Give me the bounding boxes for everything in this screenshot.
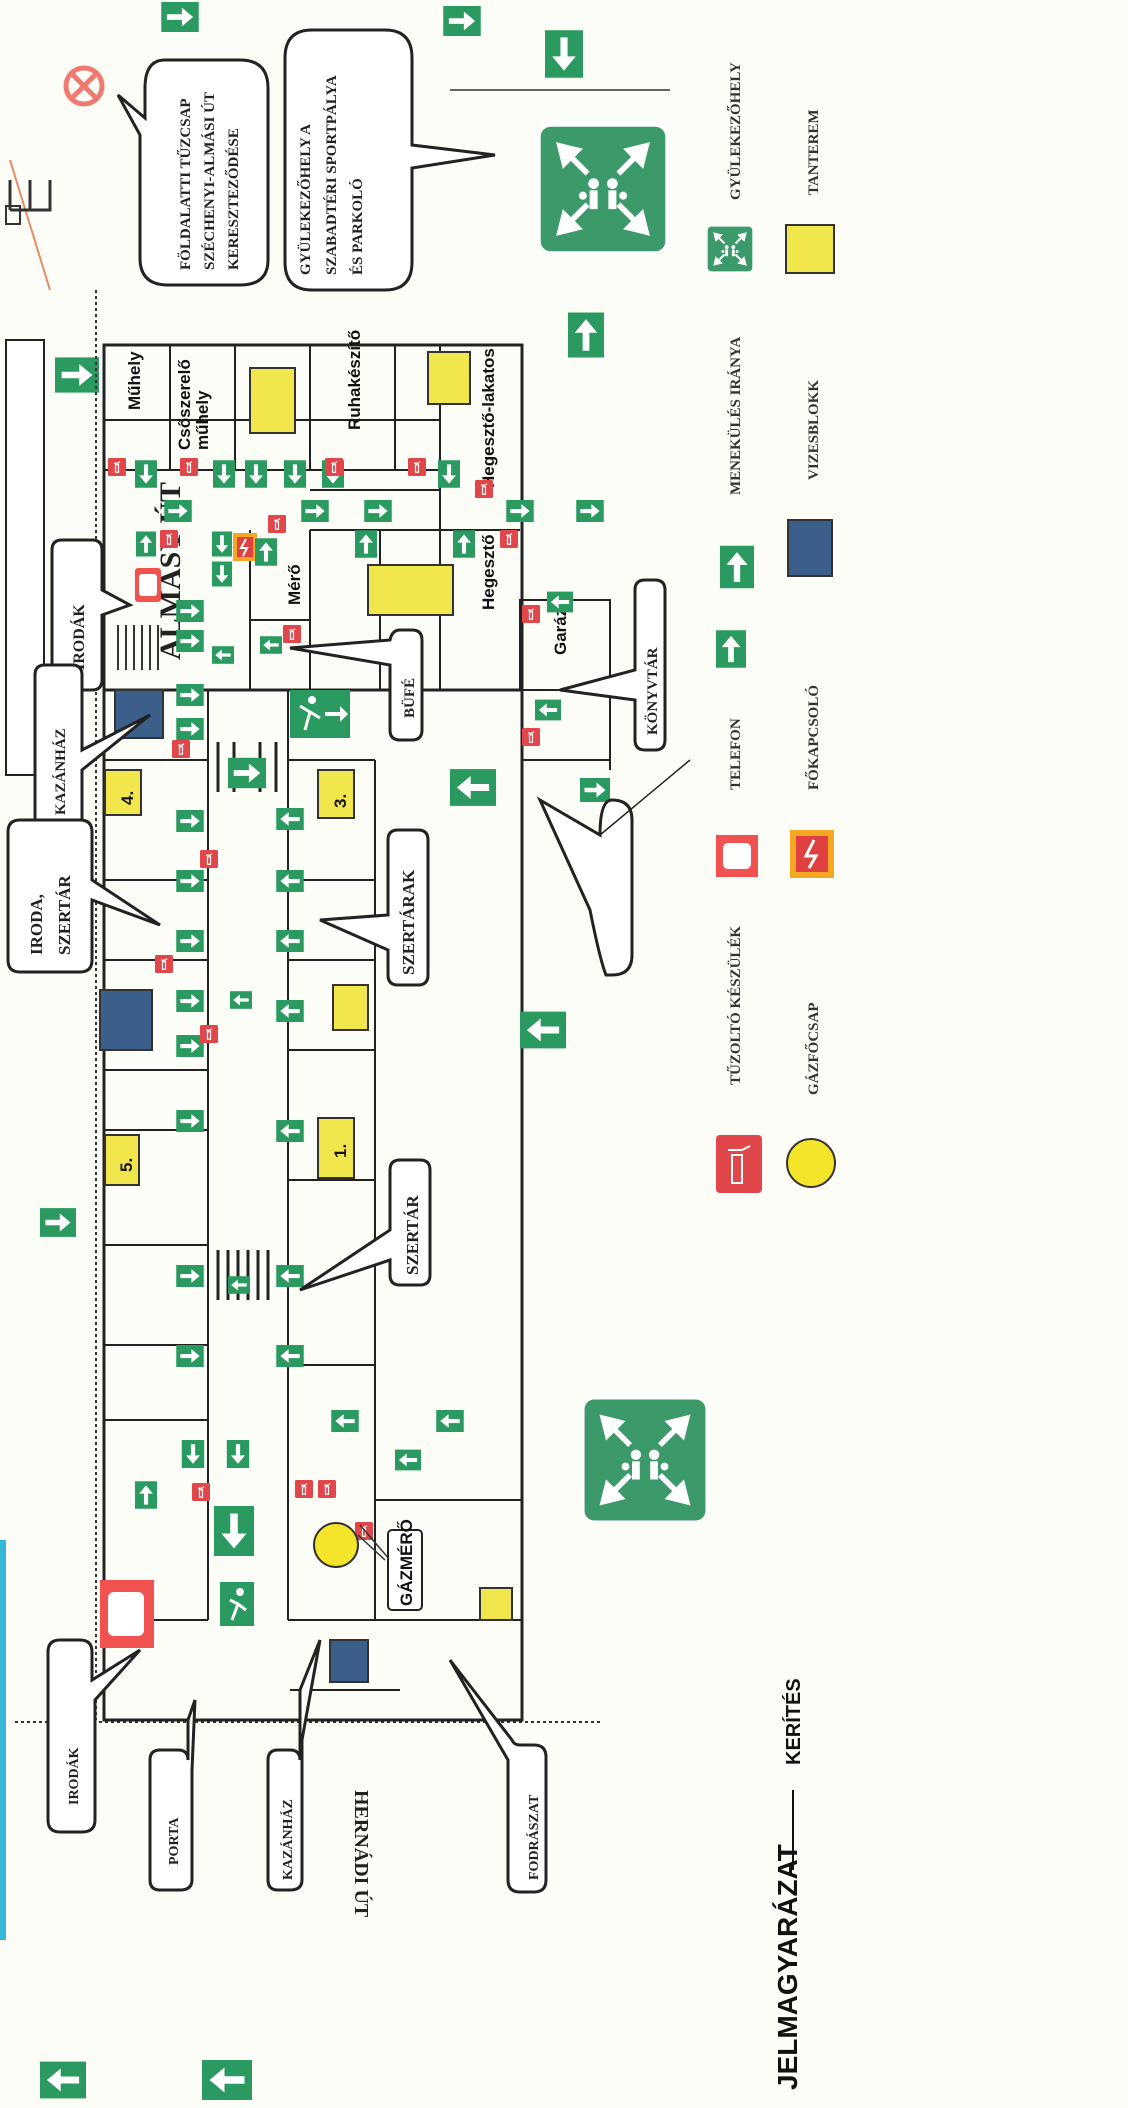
- classroom: [332, 984, 369, 1031]
- callout-line-3: KERESZTEZŐDÉSE: [225, 128, 242, 270]
- washroom-icon: [787, 519, 833, 577]
- room-ruhakeszito: Ruhakészítő: [345, 330, 364, 430]
- assembly-point-icon: [539, 125, 668, 254]
- room-number: 1.: [331, 1144, 350, 1158]
- svg-text:FÖLDALATTI TŰZCSAP SZÉCH: FÖLDALATTI TŰZCSAP SZÉCHENYI-ALMÁSI ÚT K…: [177, 89, 242, 270]
- callout-fodraszat: FODRÁSZAT: [448, 1659, 548, 1894]
- exit-arrow-icon: [720, 545, 754, 589]
- legend-item-washroom: VIZESBLOKK: [787, 380, 833, 577]
- callout-irodak-bottom: IRODÁK: [46, 1638, 142, 1834]
- exit-arrow-icon: [55, 357, 99, 393]
- room-number: 3.: [331, 794, 350, 808]
- legend-fence-label: KERÍTÉS: [782, 1678, 805, 1765]
- classroom: [104, 769, 142, 816]
- legend-item-telephone: TELEFON: [716, 718, 758, 877]
- exit-arrow-icon: [443, 6, 481, 36]
- assembly-point-icon: [706, 225, 754, 273]
- classroom: [479, 1587, 513, 1621]
- legend-item-classroom: TANTEREM: [785, 109, 835, 274]
- svg-text:PORTA: PORTA: [167, 1817, 182, 1865]
- callout-line-2: SZÉCHENYI-ALMÁSI ÚT: [201, 92, 218, 270]
- washroom-block: [99, 989, 153, 1051]
- shelf-marks: [117, 625, 159, 670]
- legend-item-extinguisher: TŰZOLTÓ KÉSZÜLÉK: [716, 926, 762, 1193]
- cyan-strip: [0, 1540, 6, 1940]
- room-number: 4.: [118, 791, 137, 805]
- gazmero-label: GÁZMÉRŐ: [397, 1519, 416, 1606]
- exit-running-man-icon: [290, 690, 350, 738]
- room-csoszerelo: Csőszerelő műhely: [175, 355, 212, 450]
- classroom: [317, 769, 355, 819]
- callout-porta: PORTA: [148, 1699, 197, 1892]
- callout-kazanhaz-bottom: KAZÁNHÁZ: [266, 1639, 322, 1892]
- svg-text:FŐKAPCSOLÓ: FŐKAPCSOLÓ: [805, 685, 822, 790]
- callout-line-1: FÖLDALATTI TŰZCSAP: [177, 99, 194, 270]
- svg-text:KAZÁNHÁZ: KAZÁNHÁZ: [279, 1799, 296, 1880]
- callout-unlabeled: [536, 759, 691, 977]
- telephone-icon: [135, 568, 161, 602]
- svg-text:IRODA, SZERTÁR: IRODA, SZERTÁR: [27, 875, 74, 955]
- legend: JELMAGYARÁZAT KERÍTÉS TŰZOLTÓ KÉSZÜLÉK G…: [706, 62, 836, 2090]
- callout-underground-hydrant: FÖLDALATTI TŰZCSAP SZÉCHENYI-ALMÁSI ÚT K…: [116, 58, 270, 287]
- gas-valve-icon: [786, 1138, 836, 1188]
- classroom-icon: [785, 224, 835, 274]
- svg-text:IRODÁK: IRODÁK: [69, 604, 88, 670]
- svg-text:SZERTÁR: SZERTÁR: [403, 1195, 422, 1275]
- svg-text:GYÜLEKEZŐHELY: GYÜLEKEZŐHELY: [727, 62, 744, 200]
- gas-valve-icon: [313, 1522, 359, 1568]
- callout-szertarak: SZERTÁRAK: [319, 828, 430, 987]
- svg-text:IRODÁK: IRODÁK: [65, 1747, 82, 1805]
- telephone-icon: [100, 1580, 154, 1648]
- stairs: [216, 742, 278, 1300]
- legend-item-assembly-point: GYÜLEKEZŐHELY: [706, 62, 754, 273]
- svg-text:KÖNYVTÁR: KÖNYVTÁR: [644, 647, 661, 735]
- room-number: 5.: [117, 1158, 136, 1172]
- legend-item-escape-direction: MENEKÜLÉS IRÁNYA: [720, 337, 754, 589]
- assembly-point-icon: [580, 1395, 710, 1525]
- classroom: [367, 564, 454, 616]
- legend-item-gas-valve: GÁZFŐCSAP: [786, 1002, 836, 1188]
- exit-running-man-icon: [220, 1582, 254, 1626]
- legend-item-main-switch: FŐKAPCSOLÓ: [790, 685, 834, 878]
- legend-title: JELMAGYARÁZAT: [772, 1844, 803, 2090]
- svg-text:TELEFON: TELEFON: [728, 718, 744, 790]
- svg-text:GÁZFŐCSAP: GÁZFŐCSAP: [805, 1002, 822, 1095]
- classroom: [317, 1117, 355, 1179]
- washroom-block: [329, 1639, 369, 1683]
- street-hernadi-label: HERNÁDI ÚT: [350, 1790, 374, 1918]
- callout-iroda-szertar: IRODA, SZERTÁR: [6, 818, 161, 974]
- svg-text:SZERTÁRAK: SZERTÁRAK: [399, 869, 418, 975]
- room-hegeszto-lakatos: Hegesztő-lakatos: [479, 348, 498, 488]
- room-hegeszto: Hegesztő: [479, 534, 498, 610]
- room-garazs: Garázs: [551, 598, 570, 655]
- extinguisher-icon: [716, 1135, 762, 1193]
- callout-line-2: SZABADTÉRI SPORTPÁLYA: [323, 75, 340, 275]
- svg-text:KAZÁNHÁZ: KAZÁNHÁZ: [52, 728, 69, 815]
- callout-line-1: GYÜLEKEZŐHELY A: [297, 124, 314, 275]
- svg-text:TANTEREM: TANTEREM: [806, 109, 822, 195]
- callout-szertar: SZERTÁR: [299, 1158, 432, 1292]
- exit-arrow-icon: [545, 30, 583, 78]
- classroom: [249, 367, 296, 434]
- room-mero: Mérő: [285, 564, 304, 605]
- callout-konyvtar: KÖNYVTÁR: [559, 578, 667, 752]
- svg-text:BÜFÉ: BÜFÉ: [401, 678, 418, 718]
- svg-text:TŰZOLTÓ KÉSZÜLÉK: TŰZOLTÓ KÉSZÜLÉK: [727, 926, 744, 1085]
- svg-text:GYÜLEKEZŐHELY A SZABADTÉ: GYÜLEKEZŐHELY A SZABADTÉRI SPORTPÁLYA ÉS…: [297, 72, 366, 275]
- entrance-mark: [5, 180, 52, 225]
- exit-arrow-icon: [161, 2, 199, 32]
- main-switch-icon: [233, 533, 257, 561]
- callout-assembly-point: GYÜLEKEZŐHELY A SZABADTÉRI SPORTPÁLYA ÉS…: [283, 28, 496, 292]
- svg-text:VIZESBLOKK: VIZESBLOKK: [806, 380, 822, 480]
- svg-text:FODRÁSZAT: FODRÁSZAT: [525, 1794, 542, 1880]
- classroom: [427, 351, 471, 405]
- room-muhely: Műhely: [125, 351, 144, 410]
- callout-irodak-top: IRODÁK: [50, 538, 134, 692]
- classroom: [104, 1134, 140, 1186]
- hydrant-icon: [63, 65, 105, 107]
- callout-line-3: ÉS PARKOLÓ: [349, 178, 366, 275]
- callout-bufe: BÜFÉ: [289, 628, 424, 742]
- svg-text:MENEKÜLÉS IRÁNYA: MENEKÜLÉS IRÁNYA: [727, 337, 744, 495]
